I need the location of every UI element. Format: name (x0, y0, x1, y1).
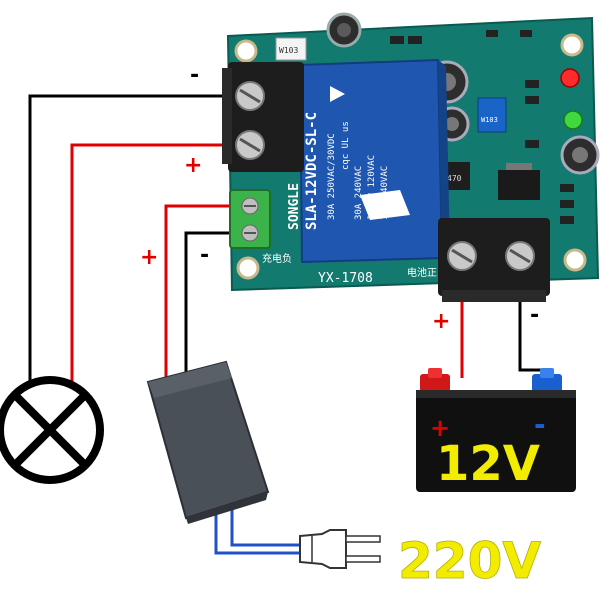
smd-component (390, 36, 404, 44)
relay: SLA-12VDC-SL-C 30A 250VAC/30VDC 30A 240V… (287, 58, 450, 264)
battery-icon (416, 368, 576, 492)
smd-component (408, 36, 422, 44)
lamp-positive-sign: + (184, 153, 202, 178)
songle-logo-icon (330, 86, 345, 102)
potentiometer (275, 37, 307, 61)
mount-hole (236, 256, 260, 280)
adapter-terminal-block (229, 189, 271, 249)
smd-component (525, 96, 539, 104)
mains-wire-b (230, 510, 302, 547)
songle-wing-icon (360, 190, 410, 220)
smd-component (560, 200, 574, 208)
relay-model-label: SLA-12VDC-SL-C (304, 112, 320, 230)
power-adapter (146, 360, 270, 524)
adapter-negative-sign: - (200, 243, 209, 268)
inductor-code-label: 470 (447, 174, 462, 183)
mount-hole (560, 33, 584, 57)
battery-wire-positive-sign: + (432, 309, 450, 334)
pot2-code-label: W103 (481, 116, 498, 124)
board-load-label: 充电负 (262, 252, 292, 265)
relay-rating-1: 30A 250VAC/30VDC (327, 133, 337, 220)
battery-voltage-label: 12V (436, 436, 540, 492)
battery-negative-mark: - (534, 408, 546, 441)
lamp-negative-sign: - (190, 63, 199, 88)
mains-voltage-label: 220V (398, 532, 541, 590)
pot-code-label: W103 (279, 46, 298, 55)
smd-component (525, 140, 539, 148)
battery-wire-negative-sign: - (530, 303, 539, 328)
battery-positive-mark: + (430, 414, 450, 442)
smd-component (520, 30, 532, 37)
trim-potentiometer (477, 97, 507, 133)
green-led (563, 110, 583, 130)
smd-component (525, 80, 539, 88)
adapter-positive-sign: + (140, 245, 158, 270)
red-led (560, 68, 580, 88)
lamp-negative-wire (28, 94, 232, 395)
relay-cert-marks: cqc UL us (341, 121, 351, 170)
smd-component (560, 216, 574, 224)
voltage-regulator (498, 170, 540, 200)
smd-component (560, 184, 574, 192)
mains-wire-a (214, 510, 302, 555)
lamp-positive-wire (70, 143, 232, 385)
relay-rating-2: 30A 240VAC (354, 166, 364, 220)
mount-hole (234, 39, 258, 63)
battery-terminal-block (438, 218, 550, 302)
relay-brand-label: SONGLE (287, 183, 302, 230)
lamp-icon (0, 376, 104, 484)
adapter-positive-wire (164, 204, 238, 378)
lamp-terminal-block (222, 62, 304, 172)
board-model-label: YX-1708 (318, 271, 373, 286)
relay-rating-3: 1/2HP 120VAC (367, 155, 377, 220)
mount-hole (563, 248, 587, 272)
wires (28, 94, 548, 555)
board-battery-label: 电池正 (407, 266, 437, 279)
adapter-negative-wire (184, 231, 238, 372)
smd-component (486, 30, 498, 37)
mains-plug-icon (299, 529, 381, 569)
